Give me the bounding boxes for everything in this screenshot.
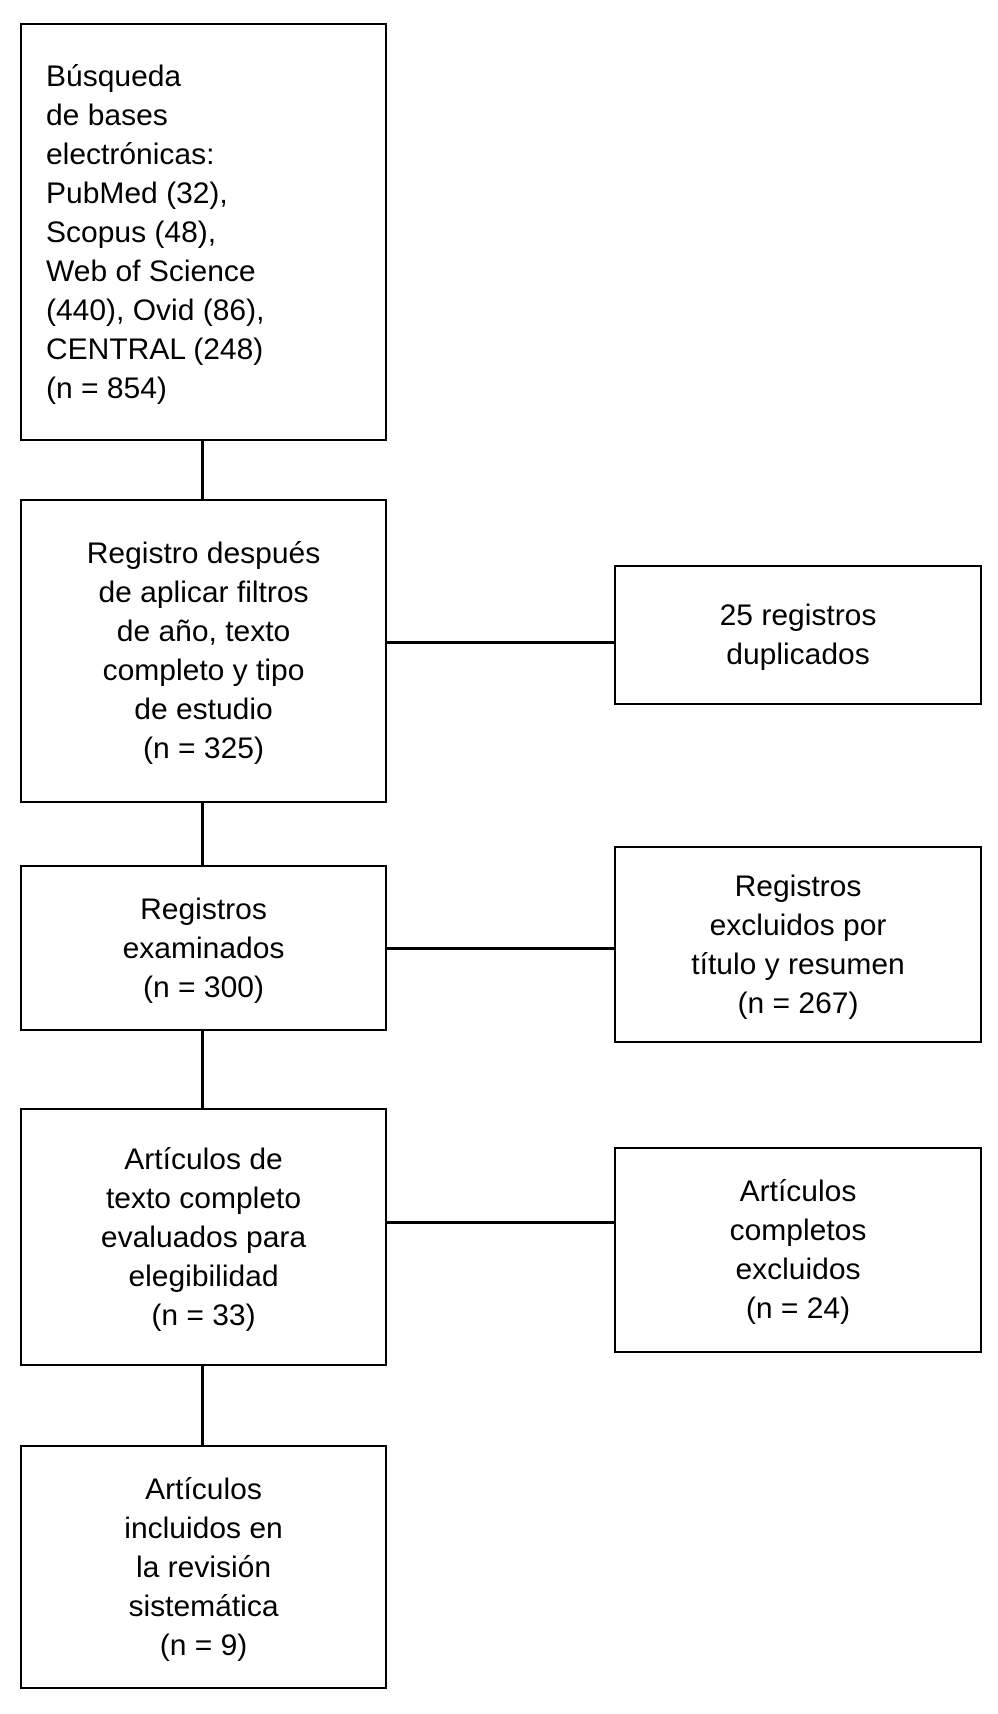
node-records-screened: Registros examinados (n = 300) bbox=[20, 865, 387, 1031]
connector-screened-to-fulltext bbox=[201, 1031, 204, 1108]
connector-fulltext-to-included bbox=[201, 1366, 204, 1445]
node-line: (n = 24) bbox=[745, 1292, 851, 1325]
node-line: Registros bbox=[140, 892, 267, 926]
node-line: de bases bbox=[46, 98, 168, 132]
node-line: (n = 267) bbox=[737, 986, 859, 1020]
node-line: Registros bbox=[734, 869, 862, 903]
node-line: la revisión bbox=[135, 1550, 272, 1584]
node-line: (n = 33) bbox=[151, 1298, 256, 1332]
node-line: Registro después bbox=[86, 537, 321, 570]
node-line: 25 registros bbox=[719, 599, 877, 632]
connector-fulltext-to-excluded-full bbox=[385, 1221, 616, 1224]
node-records-after-filters: Registro después de aplicar filtros de a… bbox=[20, 499, 387, 803]
node-line: Scopus (48), bbox=[46, 215, 217, 249]
node-identification-database-search: Búsqueda de bases electrónicas: PubMed (… bbox=[20, 23, 387, 441]
node-line: (n = 9) bbox=[159, 1628, 248, 1662]
node-line: texto completo bbox=[105, 1181, 302, 1215]
node-line: Búsqueda bbox=[46, 59, 182, 93]
node-line: completo y tipo bbox=[102, 654, 305, 687]
node-line: Artículos de bbox=[124, 1142, 283, 1176]
connector-identification-to-filtered bbox=[201, 441, 204, 499]
node-duplicate-records: 25 registros duplicados bbox=[614, 565, 982, 705]
node-line: (440), Ovid (86), bbox=[46, 293, 265, 327]
node-line: incluidos en bbox=[124, 1511, 283, 1545]
node-line: Artículos bbox=[145, 1472, 262, 1506]
node-line: PubMed (32), bbox=[46, 176, 228, 210]
node-line: evaluados para bbox=[100, 1220, 307, 1254]
connector-screened-to-excluded-title bbox=[385, 947, 616, 950]
node-line: excluidos por bbox=[709, 908, 887, 942]
node-line: CENTRAL (248) bbox=[46, 332, 264, 366]
node-line: electrónicas: bbox=[46, 137, 215, 171]
node-line: Web of Science bbox=[46, 254, 256, 288]
node-line: excluidos bbox=[735, 1253, 861, 1286]
node-line: completos bbox=[729, 1214, 867, 1247]
node-line: (n = 854) bbox=[46, 371, 167, 405]
node-line: (n = 300) bbox=[143, 970, 264, 1004]
node-records-excluded-title-abstract: Registros excluidos por título y resumen… bbox=[614, 846, 982, 1043]
connector-filtered-to-duplicates bbox=[385, 641, 616, 644]
node-line: Artículos bbox=[739, 1175, 857, 1208]
node-line: duplicados bbox=[726, 638, 870, 671]
node-line: (n = 325) bbox=[143, 732, 264, 765]
node-line: de estudio bbox=[134, 693, 273, 726]
node-fulltext-articles-excluded: Artículos completos excluidos (n = 24) bbox=[614, 1147, 982, 1353]
connector-filtered-to-screened bbox=[201, 803, 204, 865]
node-line: sistemática bbox=[128, 1589, 279, 1623]
node-articles-included-systematic-review: Artículos incluidos en la revisión siste… bbox=[20, 1445, 387, 1689]
node-line: de año, texto bbox=[116, 615, 291, 648]
node-line: elegibilidad bbox=[128, 1259, 279, 1293]
node-line: examinados bbox=[122, 931, 285, 965]
node-line: título y resumen bbox=[691, 947, 905, 981]
node-fulltext-assessed-eligibility: Artículos de texto completo evaluados pa… bbox=[20, 1108, 387, 1366]
node-line: de aplicar filtros bbox=[98, 576, 309, 609]
